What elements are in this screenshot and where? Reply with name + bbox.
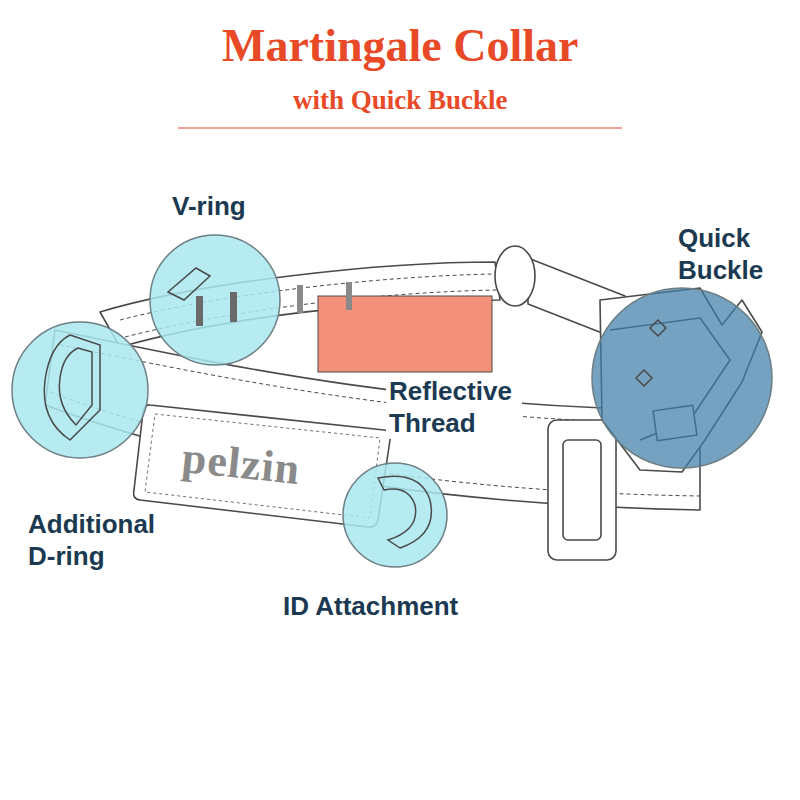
part-label: ID Attachment — [283, 590, 458, 622]
part-label: V-ring — [172, 190, 246, 222]
diagram-title: Martingale Collar — [222, 20, 578, 72]
martingale-ring — [495, 246, 535, 306]
subtitle: with Quick Buckle — [293, 84, 508, 116]
part-label: Quick Buckle — [678, 222, 788, 286]
title-rule — [178, 127, 622, 128]
slider — [548, 420, 616, 560]
d-ring-callout — [12, 322, 148, 458]
v-ring-callout — [150, 235, 280, 365]
part-label: Reflective Thread — [386, 375, 522, 439]
id-attachment-callout — [343, 463, 447, 567]
reflective-thread-patch — [318, 296, 492, 372]
part-label: Additional D-ring — [28, 508, 178, 572]
quick-buckle-callout — [592, 288, 772, 468]
